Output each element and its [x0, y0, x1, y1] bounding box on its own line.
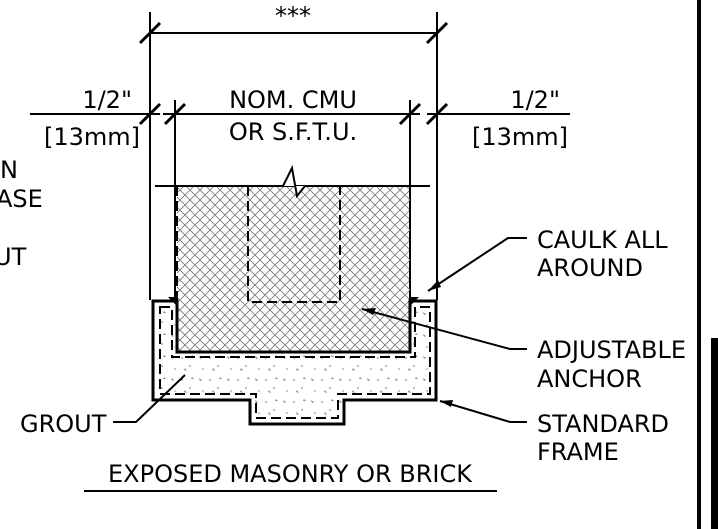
caulk-bead-left	[168, 297, 177, 306]
right-dimension-fraction: 1/2"	[510, 86, 560, 114]
top-dimension: ***	[138, 2, 449, 300]
grout-label: GROUT	[20, 410, 107, 438]
anchor-label-line1: ADJUSTABLE	[537, 336, 686, 364]
sheet-border-right	[697, 0, 701, 529]
left-dimension-metric: [13mm]	[44, 123, 140, 151]
caulk-bead-right	[410, 297, 419, 306]
center-dimension-line2: OR S.F.T.U.	[229, 118, 357, 146]
caulk-label-line1: CAULK ALL	[537, 226, 668, 254]
frame-label-line2: FRAME	[537, 438, 619, 466]
drawing-title: EXPOSED MASONRY OR BRICK	[84, 460, 497, 492]
drawing-title-text: EXPOSED MASONRY OR BRICK	[108, 460, 473, 488]
center-dimension-line1: NOM. CMU	[229, 86, 357, 114]
standard-frame	[151, 299, 438, 426]
grout-callout: GROUT	[20, 374, 186, 438]
grout-fill	[160, 306, 428, 420]
caulk-label-line2: AROUND	[537, 254, 643, 282]
frame-label-line1: STANDARD	[537, 410, 669, 438]
anchor-label-line2: ANCHOR	[537, 365, 642, 393]
left-clipped-label-1: N	[0, 156, 18, 184]
left-clipped-label-3: UT	[0, 243, 27, 271]
anchor-callout: ADJUSTABLE ANCHOR	[361, 308, 686, 393]
caulk-callout: CAULK ALL AROUND	[427, 226, 668, 292]
left-dimension-fraction: 1/2"	[82, 86, 132, 114]
sheet-border-block	[711, 338, 718, 529]
top-dimension-label: ***	[275, 2, 311, 30]
masonry-block	[155, 164, 430, 353]
frame-callout: STANDARD FRAME	[439, 400, 669, 466]
left-clipped-label-2: ASE	[0, 185, 43, 213]
right-dimension-metric: [13mm]	[472, 123, 568, 151]
